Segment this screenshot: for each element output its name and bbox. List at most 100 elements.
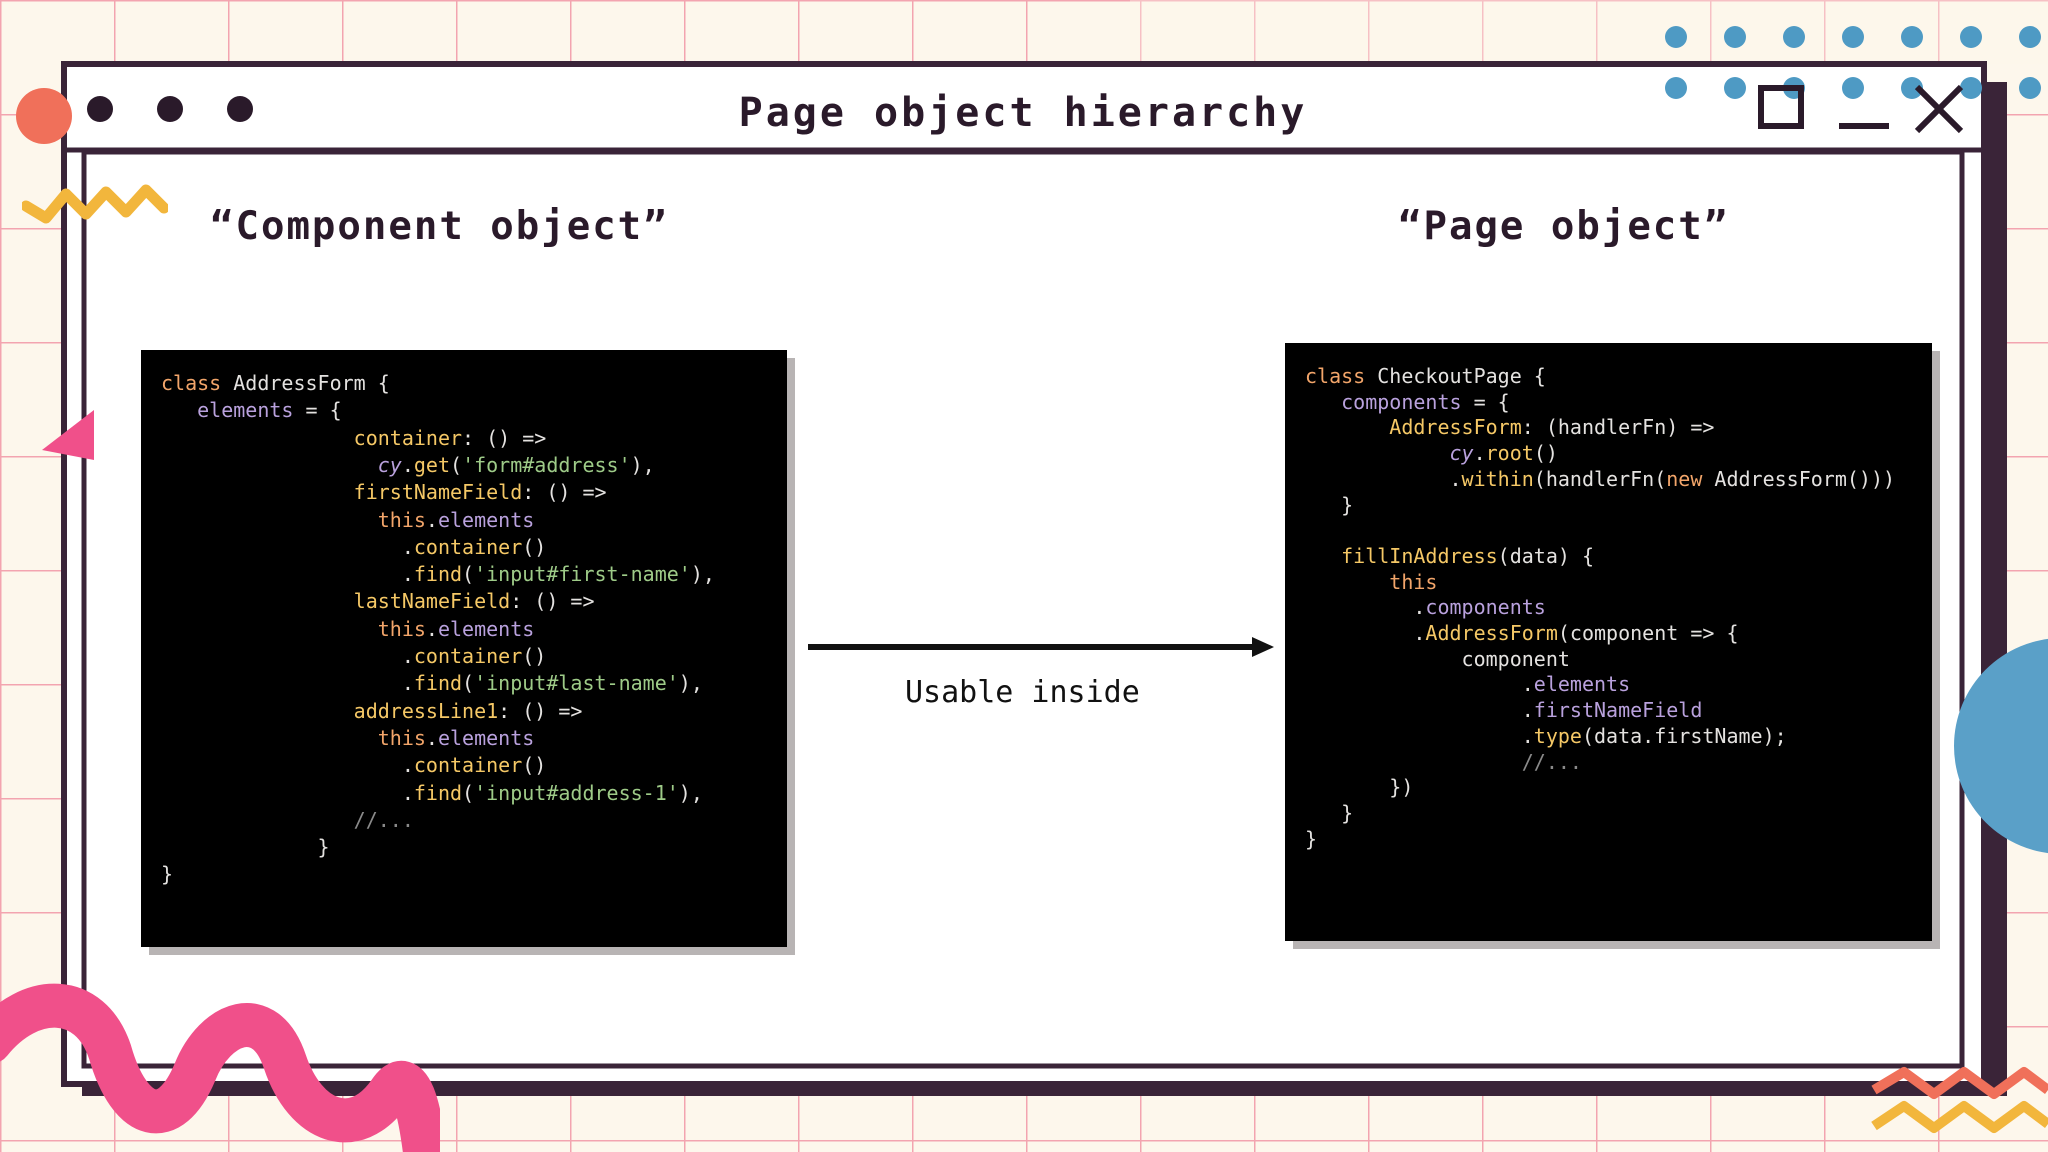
code-line: .find('input#last-name'), — [161, 670, 703, 696]
code-token: . — [401, 452, 414, 477]
close-icon[interactable] — [1912, 82, 1966, 136]
code-token: addressLine1 — [353, 698, 499, 723]
code-token: this — [377, 616, 426, 641]
code-token: = { — [1461, 389, 1510, 414]
code-token: container — [353, 425, 463, 450]
code-token — [161, 726, 378, 750]
code-token: new — [1666, 466, 1703, 491]
code-token: : () => — [462, 425, 547, 450]
component-object-heading: “Component object” — [210, 204, 669, 249]
code-token: ( — [462, 562, 475, 587]
code-token: } — [1305, 800, 1354, 825]
code-line: }) — [1305, 774, 1413, 800]
code-token: = { — [293, 398, 342, 423]
code-token — [1305, 441, 1450, 465]
arrow-icon — [808, 637, 1274, 657]
code-token: } — [1305, 492, 1354, 517]
code-token: firstNameField — [353, 480, 523, 505]
code-token: . — [1305, 723, 1534, 748]
code-token: container — [413, 753, 523, 778]
code-token: this — [1389, 569, 1438, 594]
code-token: (component => { — [1557, 621, 1739, 645]
code-line: addressLine1: () => — [161, 698, 583, 724]
code-token: () — [1533, 441, 1558, 466]
zigzag-decoration — [22, 184, 168, 224]
code-token: } — [161, 862, 174, 887]
code-token: firstNameField — [1533, 698, 1703, 723]
code-token: : () => — [522, 480, 607, 505]
code-token: components — [1341, 389, 1462, 414]
code-token: class — [1305, 364, 1366, 388]
code-token: . — [161, 534, 414, 559]
code-token: ), — [690, 562, 715, 587]
maximize-icon[interactable] — [1756, 78, 1806, 132]
code-token: CheckoutPage { — [1365, 364, 1546, 388]
code-line: .container() — [161, 752, 547, 778]
code-token: . — [1305, 672, 1534, 697]
code-token: container — [413, 534, 523, 559]
minimize-icon[interactable] — [1836, 118, 1892, 134]
code-token: ( — [462, 780, 475, 805]
code-line: fillInAddress(data) { — [1305, 543, 1594, 569]
code-token: //... — [161, 807, 414, 832]
code-token — [161, 617, 378, 641]
code-line: AddressForm: (handlerFn) => — [1305, 414, 1714, 440]
code-line: .AddressForm(component => { — [1305, 620, 1739, 646]
code-token: elements — [437, 507, 535, 532]
code-token — [161, 426, 354, 450]
code-token: ), — [630, 452, 655, 477]
code-token — [161, 508, 378, 532]
code-token — [161, 589, 354, 613]
code-token: (handlerFn( — [1533, 466, 1667, 491]
code-token: . — [161, 644, 414, 668]
code-line: cy.root() — [1305, 440, 1558, 466]
code-token: elements — [437, 725, 535, 750]
code-token: 'input#first-name' — [474, 562, 691, 587]
code-token: . — [161, 753, 414, 778]
code-line: .container() — [161, 643, 547, 669]
code-token: () — [522, 644, 547, 668]
squiggle-decoration — [0, 983, 440, 1152]
code-line: lastNameField: () => — [161, 588, 595, 614]
code-token — [161, 699, 354, 723]
code-line: class CheckoutPage { — [1305, 363, 1546, 389]
arrow-label: Usable inside — [905, 675, 1140, 710]
code-token: elements — [437, 616, 535, 641]
window-title: Page object hierarchy — [738, 90, 1308, 136]
code-token: . — [425, 616, 438, 641]
code-token — [161, 453, 378, 477]
code-token: . — [1305, 595, 1426, 620]
component-code-block: class AddressForm { elements = { contain… — [141, 350, 787, 947]
code-line: //... — [161, 807, 414, 833]
code-token: container — [413, 644, 523, 668]
code-token: AddressForm — [1389, 415, 1522, 440]
code-line: this.elements — [161, 616, 535, 642]
code-token: . — [1305, 698, 1534, 723]
code-token: this — [377, 507, 426, 532]
code-token: . — [1473, 441, 1486, 466]
code-token: type — [1533, 723, 1582, 748]
code-line: .type(data.firstName); — [1305, 723, 1787, 749]
code-token: find — [413, 562, 463, 587]
code-token: elements — [1533, 672, 1631, 697]
code-token — [1305, 390, 1341, 414]
code-line: this.elements — [161, 725, 535, 751]
code-line: firstNameField: () => — [161, 479, 607, 505]
code-token: (data) { — [1497, 543, 1594, 568]
code-token: cy — [1449, 441, 1474, 466]
code-line: .firstNameField — [1305, 697, 1703, 723]
code-token: find — [413, 671, 463, 696]
code-token: components — [1425, 595, 1546, 620]
code-token: . — [1305, 621, 1426, 645]
code-token: } — [1305, 826, 1318, 851]
code-line: .find('input#first-name'), — [161, 561, 715, 587]
page-object-heading: “Page object” — [1398, 204, 1730, 249]
code-token: ), — [678, 780, 703, 805]
code-token: : () => — [498, 698, 583, 723]
code-token: }) — [1305, 775, 1414, 800]
code-line: .elements — [1305, 671, 1630, 697]
code-line: cy.get('form#address'), — [161, 452, 655, 478]
page-code-block: class CheckoutPage { components = { Addr… — [1285, 343, 1932, 941]
code-line: this.elements — [161, 507, 535, 533]
code-token: AddressForm — [1425, 621, 1558, 645]
